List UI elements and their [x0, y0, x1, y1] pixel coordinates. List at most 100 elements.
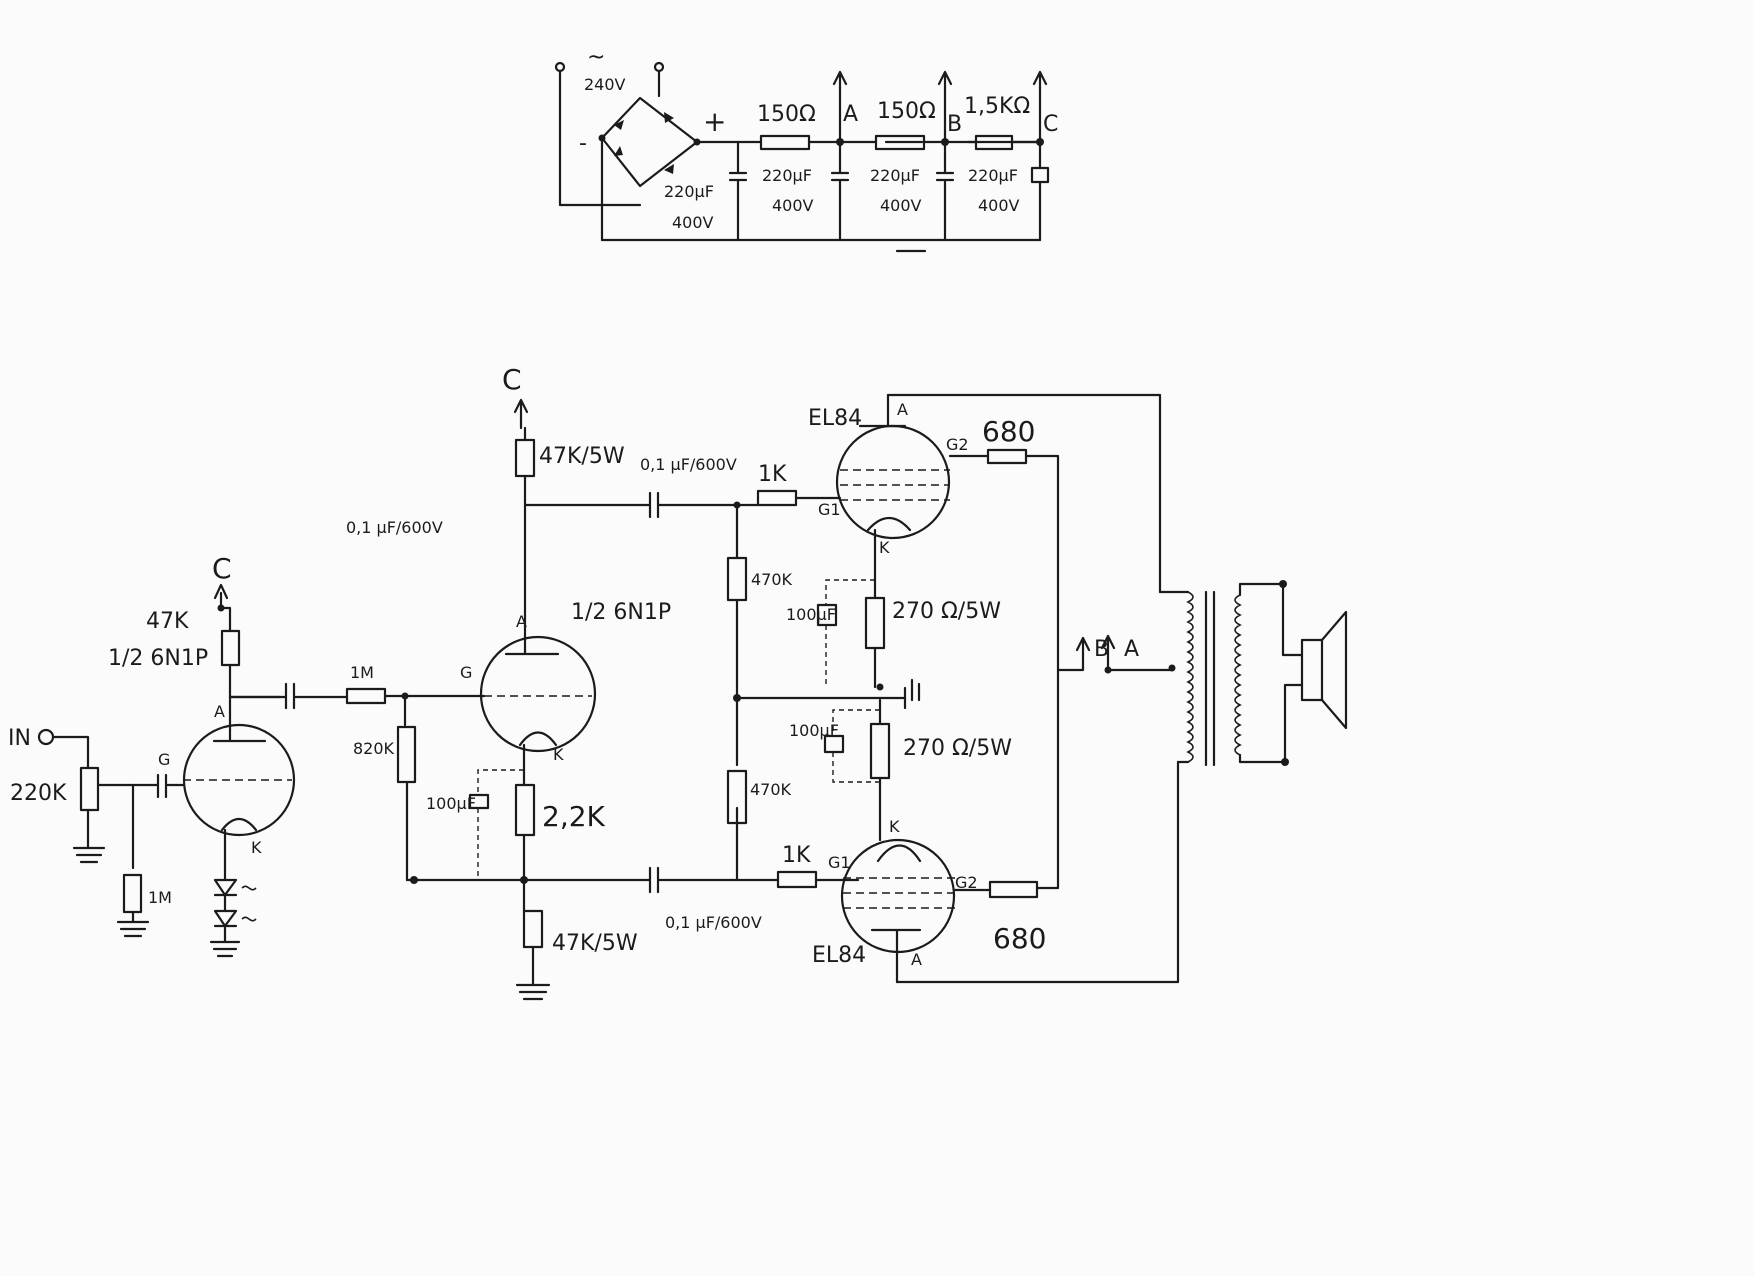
top-grid-resistor-label: 1K [758, 462, 787, 487]
stage2-cathode-cap-label: 100µF [426, 794, 476, 813]
bottom-cathode-resistor [869, 722, 891, 780]
tap-a-label: A [843, 102, 858, 127]
top-cathode-resistor [864, 596, 886, 650]
top-tube-anode [858, 393, 907, 428]
bottom-plate-wire [895, 760, 1180, 984]
bottom-cathode-resistor-label: 270 Ω/5W [903, 736, 1012, 761]
top-screen-resistor [986, 448, 1028, 465]
stage1-pin-k: K [251, 838, 262, 857]
top-cathode-resistor-label: 270 Ω/5W [892, 599, 1001, 624]
bottom-cathode-cap [823, 734, 845, 754]
coupling-grid-resistor [396, 725, 417, 784]
tap-b-arrow [937, 70, 953, 144]
stage1-supply-label: C [212, 552, 232, 585]
top-pin-a: A [897, 400, 908, 419]
stage1-tube-cathode [220, 817, 258, 870]
bottom-tube-label: EL84 [812, 943, 866, 968]
top-cathode-cap [816, 603, 838, 627]
tap-c-arrow [1032, 70, 1048, 144]
bottom-tube-anode [870, 928, 922, 984]
top-coupling-cap-label: 0,1 µF/600V [640, 455, 737, 474]
bottom-pin-g2: G2 [955, 873, 978, 892]
input-resistor [79, 766, 100, 812]
ac-terminal-left [554, 61, 566, 73]
chassis-ground-icon [903, 678, 921, 710]
bridge-diode-arrows [614, 112, 674, 174]
stage2-cathode-load-resistor [522, 909, 544, 949]
stage2-cathode-cap [468, 793, 490, 810]
stage1-grid-leak-label: 1M [148, 888, 172, 907]
input-resistor-label: 220K [10, 781, 67, 806]
top-pin-g2: G2 [946, 435, 969, 454]
input-stage: C 47K 1/2 6N1P A G K IN 220K 1M [8, 552, 296, 958]
top-screen-resistor-label: 680 [982, 415, 1035, 448]
coupling-cap-label: 0,1 µF/600V [346, 518, 443, 537]
stage2-anode-resistor-label: 47K/5W [539, 444, 625, 469]
stage1-anode-resistor-label: 47K [146, 609, 189, 634]
coupling-grid-resistor-label: 820K [353, 739, 395, 758]
transformer-primary [1186, 591, 1194, 763]
stage1-pin-g: G [158, 750, 170, 769]
stage1-grid-cap [156, 773, 185, 799]
tap-b-label: B [947, 112, 962, 137]
bottom-grid-resistor-label: 1K [782, 843, 811, 868]
bottom-cathode-cap-dash [832, 709, 880, 783]
transformer-core [1204, 590, 1216, 767]
bottom-grid-leak-label: 470K [750, 780, 792, 799]
top-tube-grids [840, 469, 950, 501]
psu-resistor-2-label: 150Ω [877, 99, 936, 124]
bottom-screen-resistor [988, 880, 1039, 899]
input-resistor-wiring [72, 783, 160, 864]
psu-cap-4-voltage: 400V [978, 196, 1020, 215]
stage2-anode-wire [523, 426, 652, 640]
transformer-secondary [1234, 594, 1242, 756]
top-cathode-cap-dash [825, 579, 875, 687]
stage1-ground-icon [209, 940, 241, 958]
input-jack [37, 728, 55, 746]
psu-capacitors [728, 140, 1050, 242]
minus-label: - [579, 131, 587, 156]
top-pin-g1: G1 [818, 500, 841, 519]
plate-tap-arrow [1100, 634, 1174, 672]
stage1-tube-label: 1/2 6N1P [108, 646, 208, 671]
stage2-ground-icon [515, 878, 551, 1001]
psu-resistor-1-label: 150Ω [757, 102, 816, 127]
stage2-tube [479, 635, 597, 753]
stage2-cathode-resistor-label: 2,2K [542, 800, 606, 833]
stage2-pin-g: G [460, 663, 472, 682]
bottom-screen-resistor-label: 680 [993, 922, 1046, 955]
stage2-supply-arrow [513, 398, 529, 430]
tap-a-arrow [832, 70, 848, 144]
top-coupling-cap [648, 491, 760, 519]
coupling-section: 0,1 µF/600V 1M 820K [228, 518, 486, 882]
led-2 [213, 909, 238, 928]
power-supply-section: ~ 240V - + 150Ω 150Ω 1,5KΩ A B C [554, 45, 1058, 253]
stage2-anode-resistor [514, 438, 536, 478]
bottom-coupling-cap-label: 0,1 µF/600V [665, 913, 762, 932]
stage1-anode-resistor [220, 629, 241, 667]
psu-cap-2-value: 220µF [762, 166, 812, 185]
top-grid-leak-label: 470K [751, 570, 793, 589]
tap-c-label: C [1043, 112, 1058, 137]
stage2-pin-a: A [516, 612, 527, 631]
stage2-cathode-load-label: 47K/5W [552, 931, 638, 956]
stage2-supply-label: C [502, 363, 522, 396]
stage1-supply-arrow [213, 583, 229, 608]
psu-cap-4-value: 220µF [968, 166, 1018, 185]
phase-splitter-stage: C 47K/5W 1/2 6N1P A G K 100µF 2,2K 47K/5… [405, 363, 780, 1001]
speaker-icon [1300, 638, 1324, 702]
grid-leak-ground-icon [116, 910, 150, 938]
output-stage: 0,1 µF/600V 0,1 µF/600V 1K 1K 470K 470K … [640, 393, 1348, 984]
stage2-pin-k: K [553, 745, 564, 764]
psu-cap-1-value: 220µF [664, 182, 714, 201]
bottom-pin-g1: G1 [828, 853, 851, 872]
coupling-grid-wire [383, 694, 486, 727]
top-el84-tube [835, 424, 951, 540]
input-wire [51, 735, 90, 770]
stage2-tube-cathode [518, 731, 558, 772]
psu-resistor-3-label: 1,5KΩ [964, 94, 1030, 119]
psu-cap-1-voltage: 400V [672, 213, 714, 232]
ac-symbol: ~ [587, 45, 605, 70]
led-light-icon [241, 885, 257, 922]
